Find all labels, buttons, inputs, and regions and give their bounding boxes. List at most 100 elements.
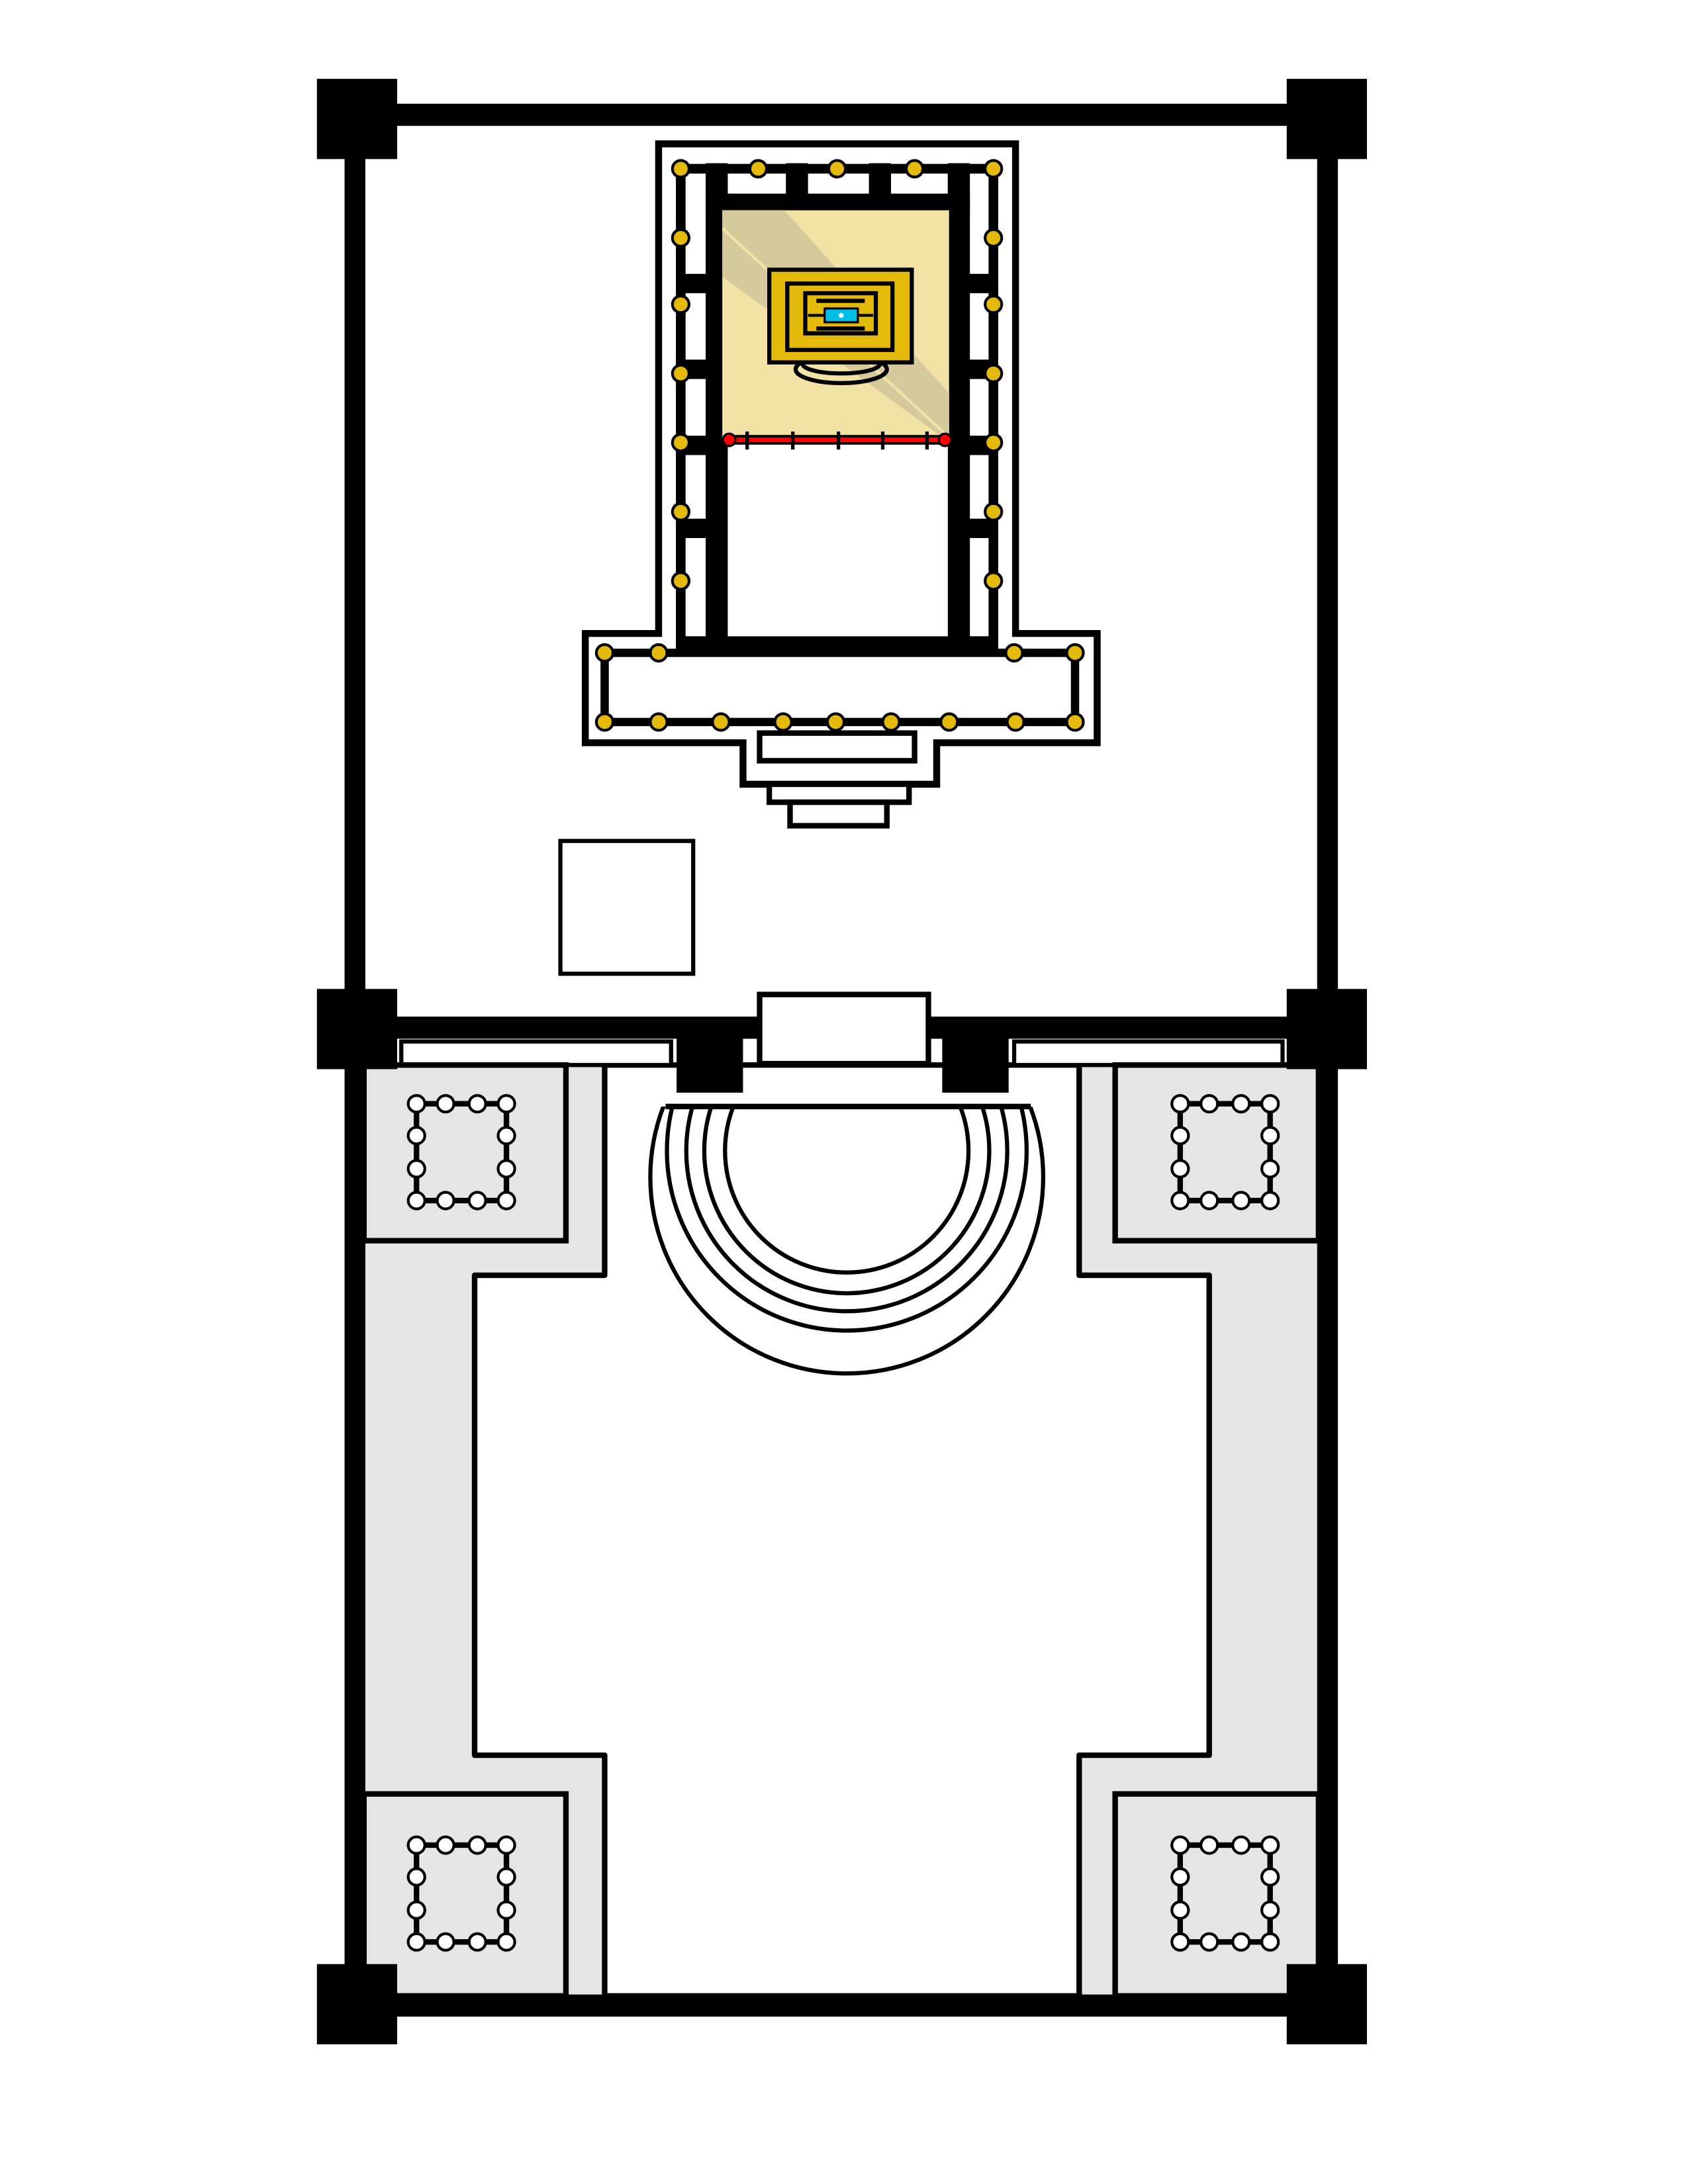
column xyxy=(1170,1191,1190,1210)
column xyxy=(1260,1835,1280,1855)
column xyxy=(436,1932,455,1952)
column xyxy=(496,1159,516,1179)
column xyxy=(406,1867,426,1887)
colonnade-square xyxy=(1177,1842,1273,1945)
column xyxy=(406,1159,426,1179)
column xyxy=(1199,1835,1219,1855)
gold-pillar xyxy=(984,433,1004,453)
gold-pillar xyxy=(711,712,731,732)
corner-tower xyxy=(1286,1964,1367,2044)
gold-pillar xyxy=(671,159,691,179)
column xyxy=(1199,1094,1219,1114)
corner-tower xyxy=(316,989,397,1069)
column xyxy=(1199,1932,1219,1952)
column xyxy=(406,1900,426,1920)
corner-tower xyxy=(1286,79,1367,159)
corner-tower xyxy=(316,79,397,159)
column xyxy=(1170,1126,1190,1146)
colonnade-square xyxy=(1177,1101,1273,1204)
column xyxy=(406,1094,426,1114)
column xyxy=(1170,1932,1190,1952)
gate-pillar xyxy=(677,1037,743,1093)
column xyxy=(1170,1900,1190,1920)
gold-pillar xyxy=(594,712,615,732)
column xyxy=(436,1094,455,1114)
column xyxy=(406,1126,426,1146)
column xyxy=(467,1932,487,1952)
column xyxy=(1260,1191,1280,1210)
column xyxy=(436,1191,455,1210)
semicircular-steps xyxy=(648,1106,1045,1376)
column xyxy=(1231,1094,1251,1114)
column xyxy=(496,1126,516,1146)
corner-chambers xyxy=(361,1062,1322,1999)
gold-pillar xyxy=(827,159,847,179)
gold-pillar xyxy=(671,363,691,383)
column xyxy=(1260,1900,1280,1920)
step xyxy=(787,799,890,829)
step xyxy=(757,730,917,764)
gold-pillar xyxy=(904,159,925,179)
gold-pillar xyxy=(671,502,691,522)
step xyxy=(766,781,912,805)
column xyxy=(1170,1094,1190,1114)
colonnade-square xyxy=(414,1842,510,1945)
column xyxy=(496,1867,516,1887)
column xyxy=(496,1932,516,1952)
column xyxy=(406,1835,426,1855)
gold-pillar xyxy=(881,712,901,732)
gold-pillar xyxy=(671,433,691,453)
gold-pillar xyxy=(984,228,1004,248)
gate xyxy=(757,991,931,1067)
corner-tower xyxy=(316,1964,397,2044)
column xyxy=(1260,1126,1280,1146)
holy-place xyxy=(727,442,948,637)
column xyxy=(467,1191,487,1210)
column xyxy=(1231,1191,1251,1210)
column xyxy=(1231,1835,1251,1855)
gold-pillar xyxy=(825,712,846,732)
column xyxy=(406,1932,426,1952)
column xyxy=(1231,1932,1251,1952)
gold-pillar xyxy=(984,571,1004,591)
gold-pillar xyxy=(671,571,691,591)
column xyxy=(1260,1094,1280,1114)
gold-pillar xyxy=(984,363,1004,383)
column xyxy=(1170,1835,1190,1855)
column xyxy=(1170,1159,1190,1179)
gold-pillar xyxy=(1065,712,1085,732)
column xyxy=(1260,1159,1280,1179)
column xyxy=(467,1094,487,1114)
temple-building xyxy=(581,140,1101,829)
altar xyxy=(558,839,696,976)
gold-pillar xyxy=(984,502,1004,522)
outer-walls xyxy=(316,79,1367,2044)
gate-pillar xyxy=(942,1037,1009,1093)
column xyxy=(436,1835,455,1855)
column xyxy=(406,1191,426,1210)
gold-pillar xyxy=(1006,712,1025,732)
gold-pillar xyxy=(984,295,1004,314)
gold-pillar xyxy=(649,712,669,732)
gold-pillar xyxy=(594,643,615,663)
column xyxy=(496,1094,516,1114)
colonnade-square xyxy=(414,1101,510,1204)
corner-colonnades xyxy=(406,1094,1280,1952)
column xyxy=(1260,1867,1280,1887)
column xyxy=(1170,1867,1190,1887)
gold-pillar xyxy=(671,228,691,248)
gold-pillar xyxy=(671,295,691,314)
gold-pillar xyxy=(1065,643,1085,663)
column xyxy=(496,1191,516,1210)
column xyxy=(1199,1191,1219,1210)
column xyxy=(496,1835,516,1855)
veil xyxy=(722,432,953,450)
gold-pillar xyxy=(649,643,669,663)
gold-pillar xyxy=(773,712,793,732)
ark-of-covenant xyxy=(767,267,914,386)
gold-pillar xyxy=(939,712,959,732)
porch xyxy=(600,649,1080,727)
column xyxy=(496,1900,516,1920)
column xyxy=(1260,1932,1280,1952)
